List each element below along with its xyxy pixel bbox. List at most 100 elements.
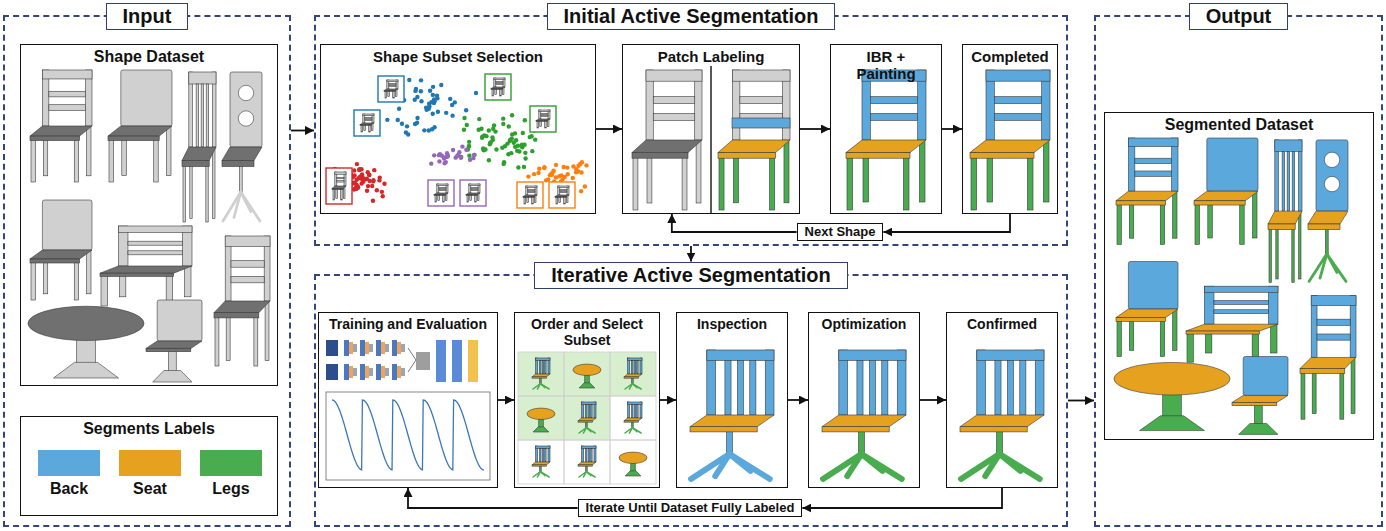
- scatter-dot: [515, 149, 519, 153]
- step-box: Inspection: [676, 312, 788, 488]
- chair-leg: [183, 161, 185, 223]
- selected-highlight: [518, 396, 610, 440]
- chair-seat: [466, 193, 480, 195]
- pool-block: [369, 368, 373, 376]
- chair-leg: [784, 140, 789, 203]
- norm-block: [349, 342, 353, 354]
- chair-leg: [31, 259, 35, 300]
- chair-figure: [532, 358, 550, 389]
- scatter-dot: [579, 189, 583, 193]
- scatter-dot: [366, 184, 370, 188]
- chair-leg: [586, 472, 591, 476]
- chair-leg: [1027, 153, 1033, 210]
- chair-seat: [1116, 191, 1178, 201]
- scatter-dot: [544, 178, 548, 182]
- thumbnail-frame: [326, 168, 352, 204]
- back-rail: [839, 350, 906, 360]
- back-slat: [1135, 158, 1172, 163]
- scatter-dot: [557, 174, 561, 178]
- seat-edge: [1232, 402, 1277, 405]
- step-box: Shape Dataset: [20, 44, 278, 386]
- chair-leg: [369, 125, 371, 132]
- scatter-dot: [516, 165, 520, 169]
- back-bar: [542, 361, 543, 374]
- back-slat: [231, 261, 264, 268]
- back-bar: [1292, 151, 1294, 211]
- chair-seat: [182, 147, 216, 161]
- back-slat: [389, 83, 396, 85]
- chair-figure: [555, 186, 569, 204]
- table-top: [1114, 362, 1230, 395]
- chair-seat: [960, 415, 1044, 427]
- chair-leg: [823, 454, 861, 479]
- panel-heading-tab: Initial Active Segmentation: [547, 3, 836, 30]
- chair-back: [1316, 140, 1348, 211]
- chair-leg: [215, 313, 219, 366]
- scatter-dot: [554, 163, 558, 167]
- chair-leg: [1195, 201, 1199, 245]
- conv-block: [344, 364, 349, 380]
- box-title: Order and Select Subset: [515, 313, 659, 348]
- conv-block: [376, 340, 381, 356]
- flow-arrow: [802, 488, 1002, 508]
- scatter-dot: [523, 118, 527, 122]
- chair-leg: [492, 89, 494, 96]
- chair-leg: [691, 454, 729, 479]
- chair-leg: [1327, 254, 1346, 282]
- back-bar: [882, 360, 888, 415]
- chair-leg: [475, 195, 477, 202]
- chair-leg: [583, 472, 586, 477]
- chair-figure: [108, 70, 172, 182]
- chair-leg: [540, 472, 549, 477]
- chair-leg: [223, 192, 241, 221]
- scatter-dot: [462, 128, 466, 132]
- back-slat: [496, 83, 503, 85]
- back-rail: [536, 358, 550, 361]
- seat-edge: [532, 377, 546, 378]
- scatter-dot: [468, 158, 472, 162]
- scatter-dot: [365, 189, 369, 193]
- chair-seat: [970, 140, 1050, 153]
- panel-divider: [710, 66, 711, 214]
- scatter-dot: [542, 165, 546, 169]
- chair-back: [1128, 262, 1178, 310]
- scatter-dot: [427, 107, 431, 111]
- chair-leg: [625, 384, 632, 389]
- back-bar: [545, 449, 546, 462]
- scatter-dot: [536, 171, 540, 175]
- legend-swatch: [38, 450, 100, 476]
- chair-leg: [586, 472, 595, 477]
- chair-leg: [579, 472, 586, 477]
- chair-leg: [213, 147, 215, 219]
- step-box: Order and Select Subset: [514, 312, 660, 488]
- back-slat: [653, 113, 694, 120]
- back-bar: [201, 84, 203, 147]
- back-rail: [437, 184, 448, 185]
- conv-block: [376, 364, 381, 380]
- box-title: Segmented Dataset: [1105, 113, 1373, 134]
- back-hole: [1324, 176, 1339, 191]
- step-box: IBR + Painting: [830, 44, 942, 214]
- step-box: Training and Evaluation: [318, 312, 498, 488]
- scatter-dot: [500, 145, 504, 149]
- back-bar: [540, 361, 541, 374]
- chair-leg: [847, 454, 861, 476]
- scatter-dot: [523, 156, 527, 160]
- conv-block: [360, 340, 365, 356]
- panel-heading-tab: Output: [1189, 3, 1289, 30]
- scatter-dot: [487, 128, 491, 132]
- chair-leg: [443, 195, 445, 202]
- scatter-dot: [483, 147, 487, 151]
- grid-cell: [564, 396, 610, 440]
- input-block: [326, 340, 338, 356]
- chair-leg: [109, 136, 113, 182]
- chair-leg: [919, 140, 925, 202]
- chair-seat: [332, 186, 346, 189]
- step-box: Optimization: [808, 312, 920, 488]
- seat-edge: [523, 196, 534, 198]
- seat-edge: [360, 124, 371, 126]
- seat-edge: [718, 153, 776, 159]
- chair-leg: [265, 301, 269, 360]
- seat-edge: [960, 427, 1027, 432]
- step-box: Shape Subset Selection: [320, 44, 596, 214]
